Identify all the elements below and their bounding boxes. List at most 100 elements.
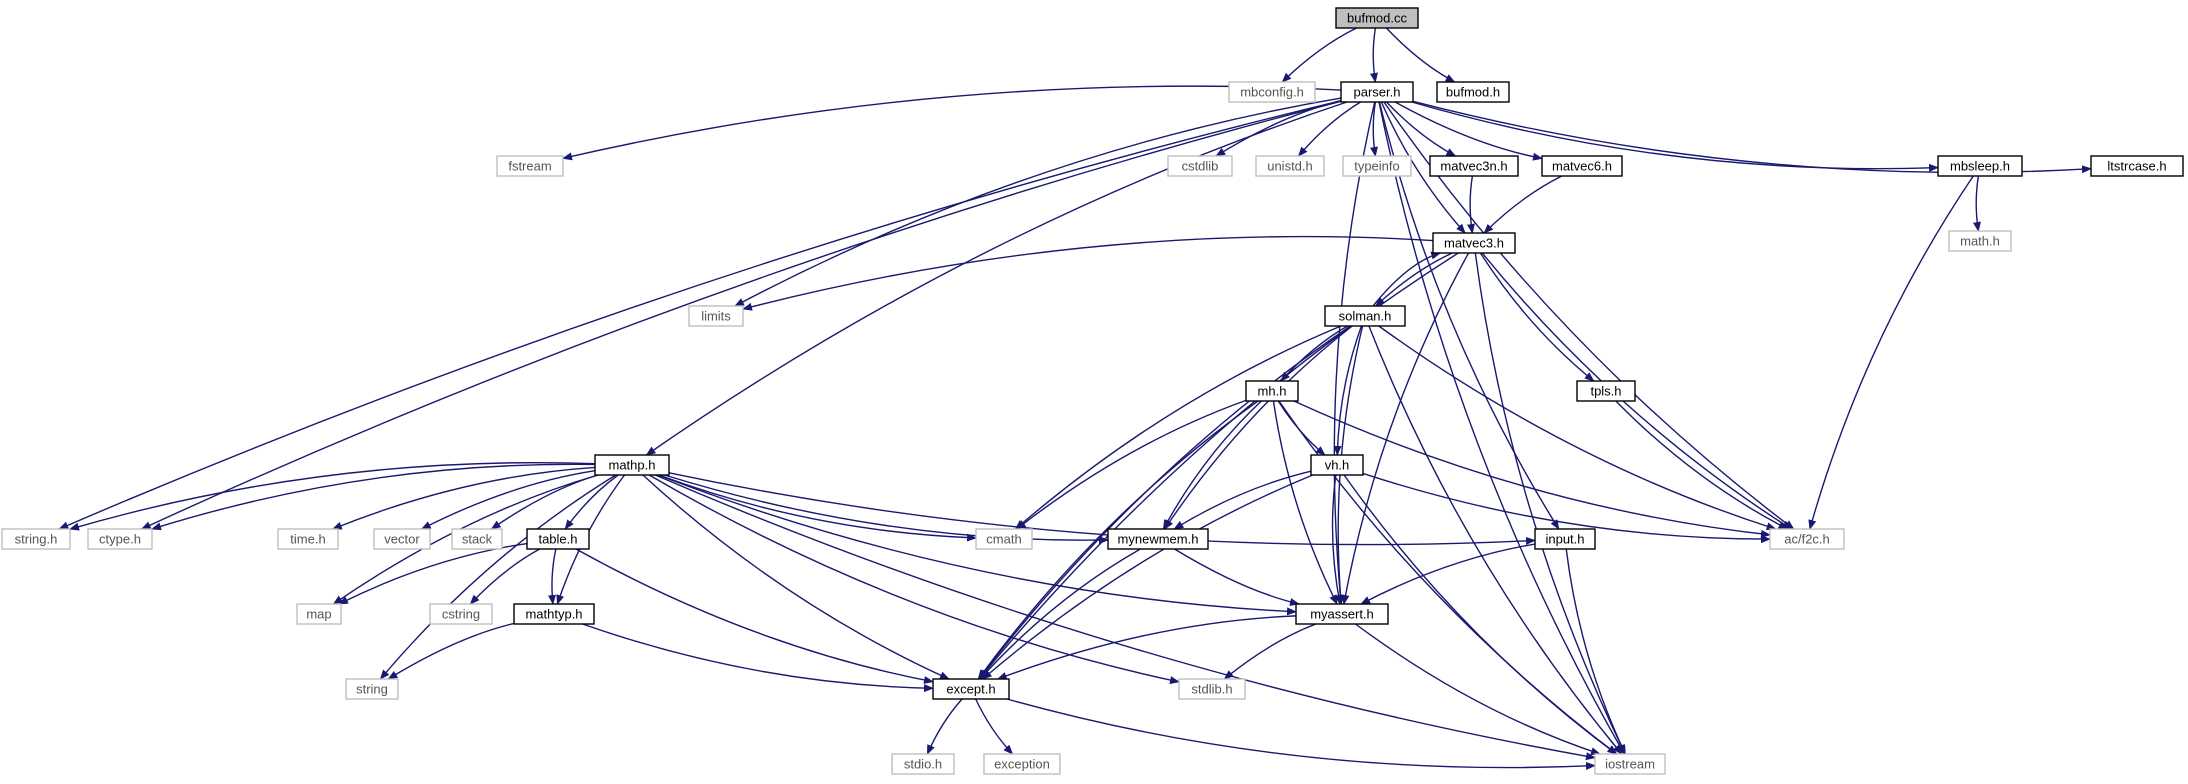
edge-mathp_h-to-table_h — [564, 474, 619, 530]
node-box — [1324, 305, 1406, 327]
node-label: solman.h — [1339, 309, 1392, 324]
edge-table_h-to-map — [338, 542, 528, 605]
node-box — [451, 528, 503, 550]
node-stack: stack — [451, 528, 503, 550]
node-bufmod-cc[interactable]: bufmod.cc — [1335, 7, 1419, 29]
edge-vh_h-to-ac_f2c_h — [1362, 472, 1771, 544]
node-label: cmath — [986, 532, 1021, 547]
edge-mathp_h-to-map — [332, 474, 599, 605]
node-box — [1310, 454, 1364, 476]
node-ac-f2c-h: ac/f2c.h — [1769, 528, 1845, 550]
node-bufmod-h[interactable]: bufmod.h — [1436, 81, 1510, 103]
edge-mathp_h-to-string — [379, 474, 617, 680]
node-box — [1167, 155, 1233, 177]
edge-parser_h-to-ctype_h — [140, 100, 1342, 530]
edge-table_h-to-except_h — [575, 548, 934, 684]
node-label: vector — [384, 532, 420, 547]
edge-mathtyp_h-to-except_h — [582, 623, 934, 693]
node-label: limits — [701, 309, 731, 324]
node-label: ctype.h — [99, 532, 141, 547]
edge-parser_h-to-matvec3_h — [1380, 101, 1466, 234]
node-box — [87, 528, 153, 550]
edge-solman_h-to-cmath — [1014, 325, 1342, 530]
node-tpls-h[interactable]: tpls.h — [1576, 380, 1636, 402]
node-mbsleep-h[interactable]: mbsleep.h — [1937, 155, 2023, 177]
edge-vh_h-to-myassert_h — [1331, 474, 1343, 605]
node-solman-h[interactable]: solman.h — [1324, 305, 1406, 327]
node-parser-h[interactable]: parser.h — [1340, 81, 1414, 103]
edge-matvec3_h-to-solman_h — [1375, 252, 1453, 307]
node-except-h[interactable]: except.h — [932, 678, 1010, 700]
edge-except_h-to-exception — [975, 698, 1014, 755]
node-box — [296, 603, 342, 625]
edge-parser_h-to-matvec6_h — [1394, 101, 1543, 161]
edge-mh_h-to-cmath — [1016, 399, 1247, 530]
node-label: mbconfig.h — [1240, 85, 1304, 100]
node-input-h[interactable]: input.h — [1534, 528, 1596, 550]
node-label: stdio.h — [904, 757, 942, 772]
node-label: ltstrcase.h — [2107, 159, 2166, 174]
node-box — [1436, 81, 1510, 103]
edge-table_h-to-mathtyp_h — [548, 548, 557, 605]
edge-mathp_h-to-cmath — [658, 474, 977, 542]
node-label: matvec3n.h — [1440, 159, 1507, 174]
edge-vh_h-to-iostream — [1343, 474, 1618, 755]
node-vh-h[interactable]: vh.h — [1310, 454, 1364, 476]
node-myassert-h[interactable]: myassert.h — [1295, 603, 1389, 625]
edge-bufmod_cc-to-parser_h — [1370, 27, 1378, 83]
node-matvec3-h[interactable]: matvec3.h — [1432, 232, 1516, 254]
edge-input_h-to-iostream — [1565, 548, 1626, 755]
edge-mathp_h-to-time_h — [331, 466, 596, 530]
edge-solman_h-to-ac_f2c_h — [1378, 325, 1777, 531]
node-ctype-h: ctype.h — [87, 528, 153, 550]
node-box — [1937, 155, 2023, 177]
node-string: string — [345, 678, 399, 700]
node-box — [2090, 155, 2184, 177]
node-label: math.h — [1960, 234, 2000, 249]
node-label: cstring — [442, 607, 480, 622]
node-mh-h[interactable]: mh.h — [1245, 380, 1299, 402]
edge-mynewmem_h-to-myassert_h — [1174, 548, 1300, 606]
edge-parser_h-to-unistd_h — [1297, 101, 1361, 157]
node-box — [345, 678, 399, 700]
node-label: map — [306, 607, 331, 622]
node-matvec3n-h[interactable]: matvec3n.h — [1429, 155, 1519, 177]
node-label: bufmod.h — [1446, 85, 1500, 100]
node-unistd-h: unistd.h — [1255, 155, 1325, 177]
node-table-h[interactable]: table.h — [526, 528, 590, 550]
edge-solman_h-to-mh_h — [1280, 325, 1348, 382]
edge-bufmod_cc-to-bufmod_h — [1385, 27, 1456, 83]
edge-mathp_h-to-myassert_h — [657, 474, 1297, 616]
node-layer: bufmod.cc mbconfig.h parser.h bufmod.h fstre… — [1, 7, 2184, 775]
edge-mbsleep_h-to-ac_f2c_h — [1808, 175, 1974, 530]
node-exception: exception — [983, 753, 1061, 775]
node-label: bufmod.cc — [1347, 11, 1407, 26]
node-mathp-h[interactable]: mathp.h — [594, 454, 670, 476]
edge-vh_h-to-mynewmem_h — [1173, 470, 1312, 530]
node-label: myassert.h — [1310, 607, 1374, 622]
edge-solman_h-to-mynewmem_h — [1164, 325, 1353, 530]
node-box — [594, 454, 670, 476]
node-box — [1342, 155, 1412, 177]
edge-mathp_h-to-ctype_h — [151, 463, 596, 531]
node-box — [975, 528, 1033, 550]
edge-mh_h-to-myassert_h — [1272, 400, 1338, 605]
node-label: table.h — [538, 532, 577, 547]
node-fstream: fstream — [496, 155, 564, 177]
node-stdio-h: stdio.h — [891, 753, 955, 775]
edge-mathp_h-to-stack — [490, 474, 599, 530]
node-mynewmem-h[interactable]: mynewmem.h — [1107, 528, 1209, 550]
edge-mynewmem_h-to-except_h — [979, 548, 1141, 680]
edge-matvec3n_h-to-matvec3_h — [1467, 175, 1475, 234]
edge-except_h-to-stdio_h — [926, 698, 963, 755]
node-mbconfig-h: mbconfig.h — [1228, 81, 1316, 103]
edge-mathp_h-to-vector — [420, 469, 596, 530]
node-box — [513, 603, 595, 625]
node-string-h: string.h — [1, 528, 71, 550]
node-box — [1178, 678, 1246, 700]
node-mathtyp-h[interactable]: mathtyp.h — [513, 603, 595, 625]
edge-mathtyp_h-to-string — [387, 622, 515, 680]
node-label: stdlib.h — [1191, 682, 1232, 697]
node-ltstrcase-h[interactable]: ltstrcase.h — [2090, 155, 2184, 177]
node-matvec6-h[interactable]: matvec6.h — [1541, 155, 1623, 177]
